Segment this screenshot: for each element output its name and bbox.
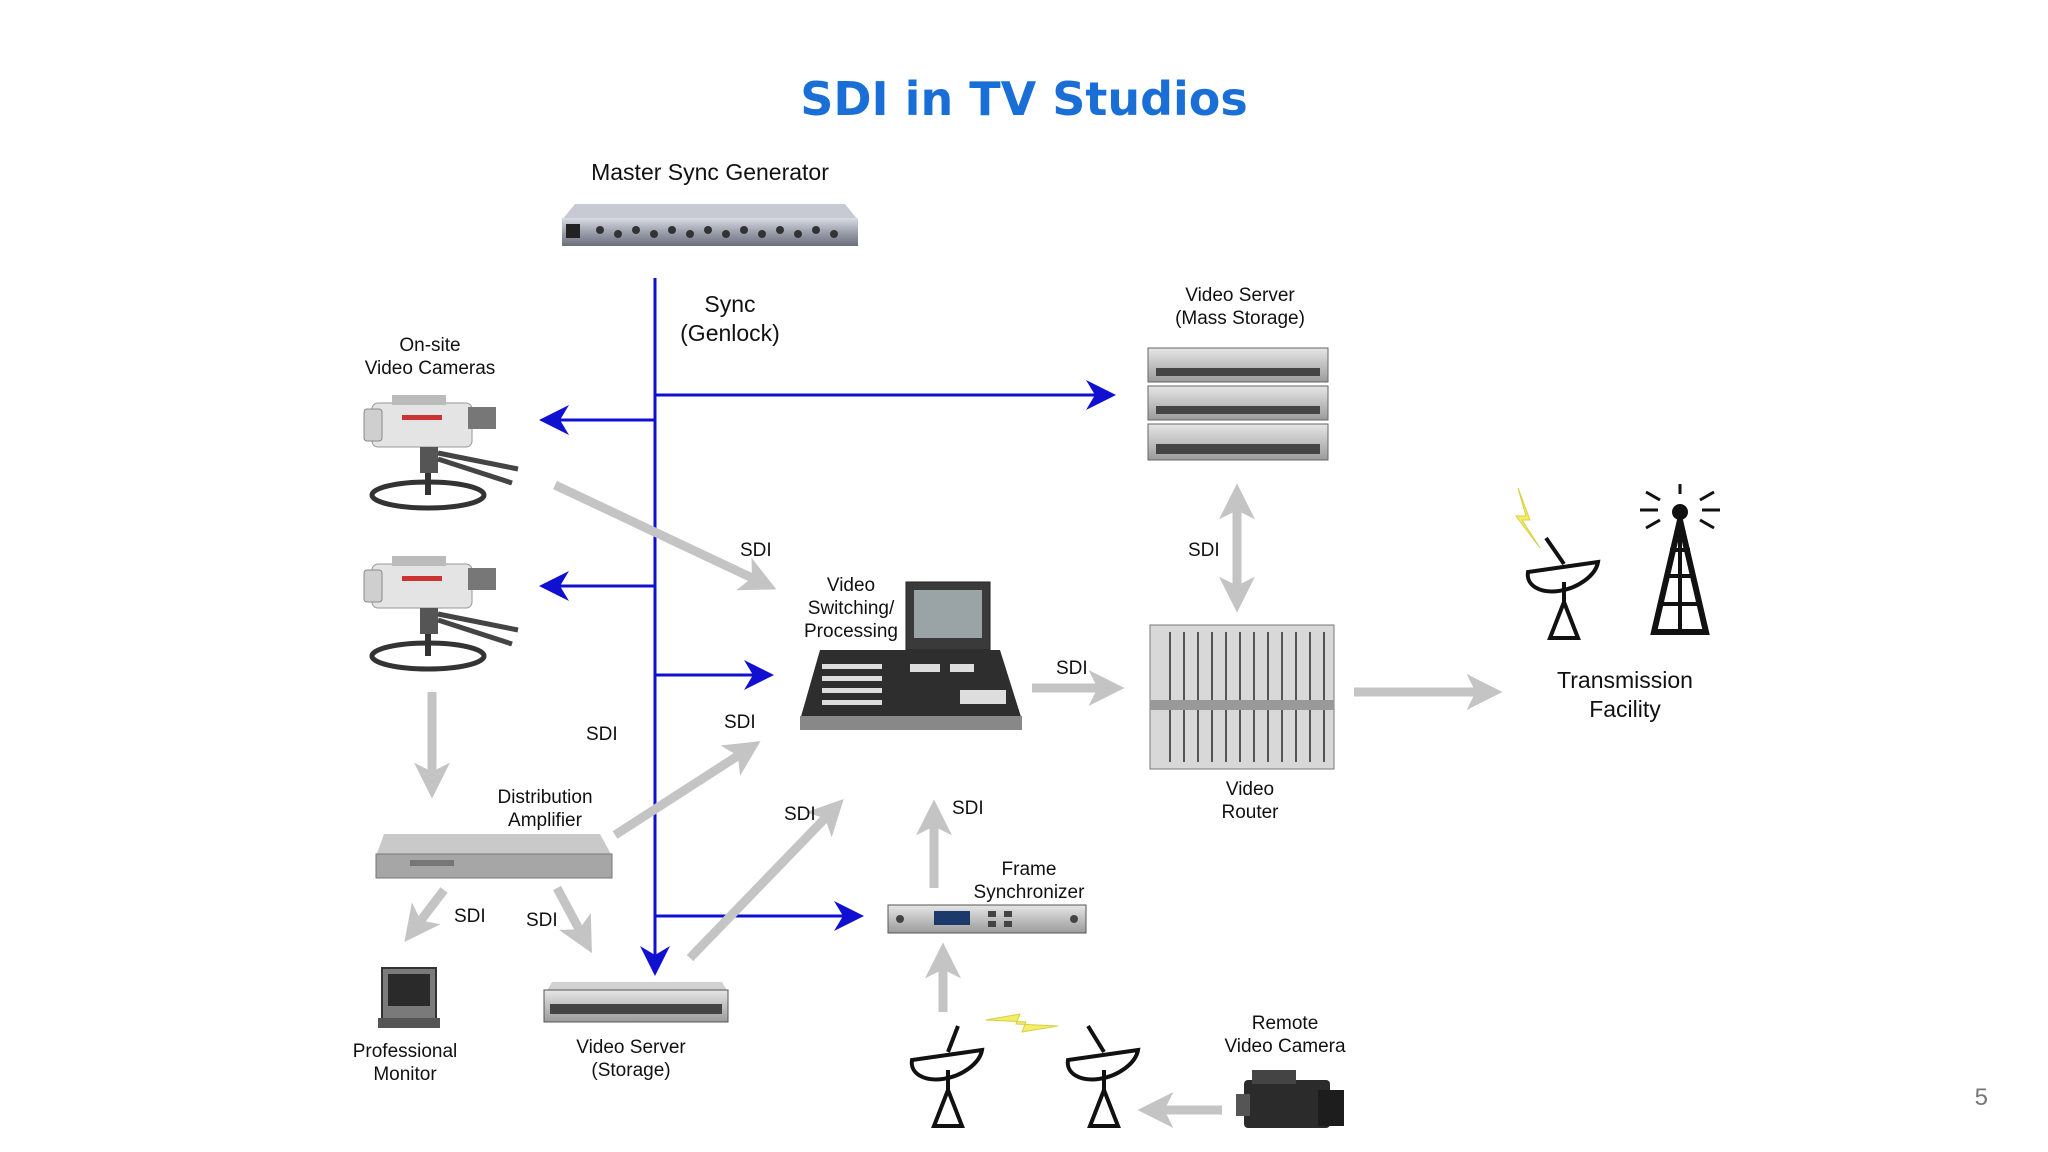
sdi-label: SDI — [454, 906, 486, 927]
sync-generator-rack — [562, 204, 858, 246]
onsite-camera — [363, 556, 519, 672]
distribution-amplifier — [375, 834, 613, 879]
sdi-label: SDI — [586, 724, 618, 745]
transmission-facility-label: Transmission Facility — [1557, 667, 1693, 722]
satellite-dish — [1525, 536, 1601, 640]
frame-synchronizer — [887, 904, 1087, 934]
remote-camcorder — [1236, 1070, 1344, 1128]
page-number: 5 — [1974, 1084, 1988, 1111]
lightning-icon — [1515, 487, 1541, 549]
lightning-icon — [985, 1013, 1059, 1033]
frame-synchronizer-label: Frame Synchronizer — [973, 859, 1085, 903]
distribution-amplifier-label: Distribution Amplifier — [497, 787, 593, 831]
onsite-camera — [363, 395, 519, 511]
sdi-label: SDI — [784, 804, 816, 825]
sdi-label: SDI — [952, 798, 984, 819]
sdi-label: SDI — [740, 540, 772, 561]
video-server-storage — [543, 982, 729, 1023]
professional-monitor — [378, 967, 440, 1028]
onsite-cameras-label: On-site Video Cameras — [364, 335, 496, 379]
sync-genlock-label: Sync (Genlock) — [680, 291, 780, 346]
sdi-label: SDI — [526, 910, 558, 931]
video-server-storage-label: Video Server (Storage) — [576, 1037, 686, 1081]
professional-monitor-label: Professional Monitor — [352, 1041, 458, 1085]
transmission-tower — [1640, 484, 1720, 635]
sdi-da-to-server — [553, 885, 592, 954]
sdi-label: SDI — [724, 712, 756, 733]
sdi-label: SDI — [1188, 540, 1220, 561]
video-server-rack — [1147, 347, 1329, 461]
video-server-mass-label: Video Server (Mass Storage) — [1175, 285, 1305, 329]
video-switching-label: Video Switching/ Processing — [804, 575, 898, 642]
satellite-dish — [909, 1025, 985, 1128]
sdi-camera-to-switcher — [553, 480, 777, 591]
video-switcher — [800, 581, 1022, 730]
sdi-da-to-switcher — [612, 741, 761, 839]
satellite-dish — [1065, 1024, 1141, 1128]
master-sync-label: Master Sync Generator — [591, 159, 829, 185]
remote-camera-label: Remote Video Camera — [1224, 1013, 1346, 1057]
video-router-label: Video Router — [1221, 779, 1279, 823]
page-title: SDI in TV Studios — [800, 72, 1248, 126]
sdi-da-to-monitor — [404, 887, 448, 943]
sdi-server-to-switcher — [686, 798, 844, 962]
sdi-label: SDI — [1056, 658, 1088, 679]
video-router-rack — [1149, 624, 1335, 770]
sdi-arrows — [404, 480, 1503, 1128]
sync-lines — [539, 278, 1116, 976]
